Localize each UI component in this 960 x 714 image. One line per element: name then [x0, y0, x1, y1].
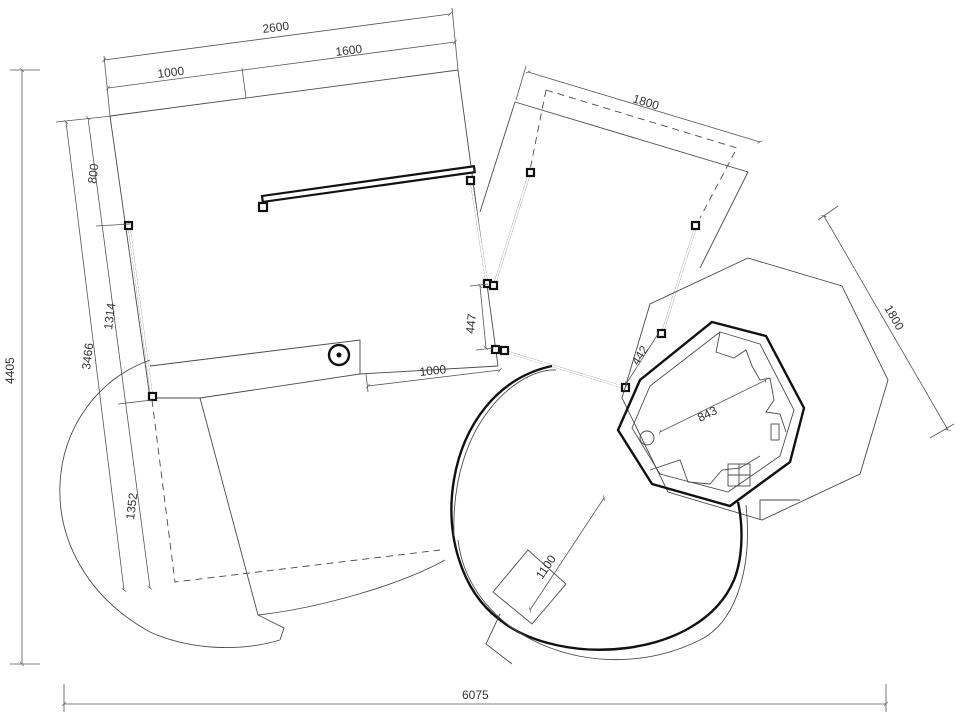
drain-icon: [327, 343, 351, 367]
dim-upper-right: 1800: [631, 91, 661, 112]
dim-octagon-outer: 1800: [881, 303, 907, 333]
dimensions: 2600 1000 1600 4405 3466 800 1314 1352 6…: [3, 7, 955, 712]
partition-wall: [260, 164, 476, 204]
octagon-room: [616, 257, 889, 521]
dim-left-mid: 1314: [101, 302, 118, 331]
connector-wall: [490, 344, 631, 393]
octagon-outer: [621, 257, 889, 521]
dim-overall-width: 6075: [462, 688, 489, 702]
dim-top-right: 1600: [335, 42, 364, 59]
dim-overall-height: 4405: [3, 357, 17, 384]
dim-left-top: 800: [85, 162, 101, 184]
round-room-wall: [450, 364, 743, 651]
dim-top-total: 2600: [262, 19, 291, 36]
door-arc-left: [59, 359, 281, 649]
dim-round-radius: 1100: [533, 552, 559, 581]
dim-opening: 447: [463, 313, 479, 335]
dim-octagon-inner: 843: [695, 403, 719, 425]
left-room: [59, 69, 499, 649]
fixture-icon: [639, 430, 655, 446]
dim-left-total: 3466: [79, 342, 96, 371]
upper-right-room: [479, 89, 749, 339]
round-room: [450, 364, 748, 665]
dim-left-bottom: 1352: [123, 492, 140, 521]
octagon-inner-wall: [616, 320, 806, 508]
dim-top-left: 1000: [157, 64, 186, 81]
dim-inner-run: 1000: [419, 362, 447, 379]
